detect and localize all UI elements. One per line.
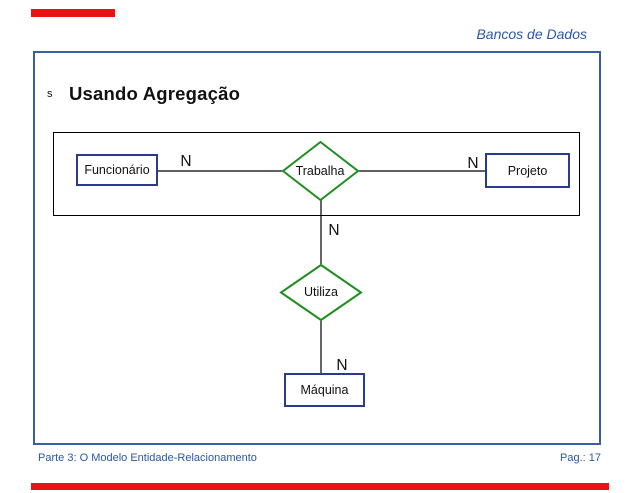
entity-funcionario: Funcionário <box>76 154 158 186</box>
slide-bullet: s <box>47 88 53 100</box>
entity-maquina-label: Máquina <box>300 383 349 397</box>
cardinality-n-bottom: N <box>336 357 348 374</box>
entity-funcionario-label: Funcionário <box>84 163 150 177</box>
header-title: Bancos de Dados <box>476 26 587 42</box>
cardinality-n-left: N <box>180 153 192 170</box>
content-frame <box>33 51 601 445</box>
entity-maquina: Máquina <box>284 373 365 407</box>
entity-projeto-label: Projeto <box>507 163 548 178</box>
relationship-utiliza-label: Utiliza <box>303 285 339 299</box>
footer-page-number: Pag.: 17 <box>560 452 601 464</box>
cardinality-n-right: N <box>467 155 479 172</box>
slide-title: Usando Agregação <box>69 83 241 104</box>
cardinality-n-middle: N <box>328 222 340 239</box>
footer-part-title: Parte 3: O Modelo Entidade-Relacionament… <box>38 452 257 464</box>
aggregation-box <box>53 132 580 216</box>
relationship-trabalha-label: Trabalha <box>295 164 345 178</box>
top-accent-bar <box>31 9 115 17</box>
bottom-accent-bar <box>31 483 609 490</box>
entity-projeto: Projeto <box>485 153 570 188</box>
